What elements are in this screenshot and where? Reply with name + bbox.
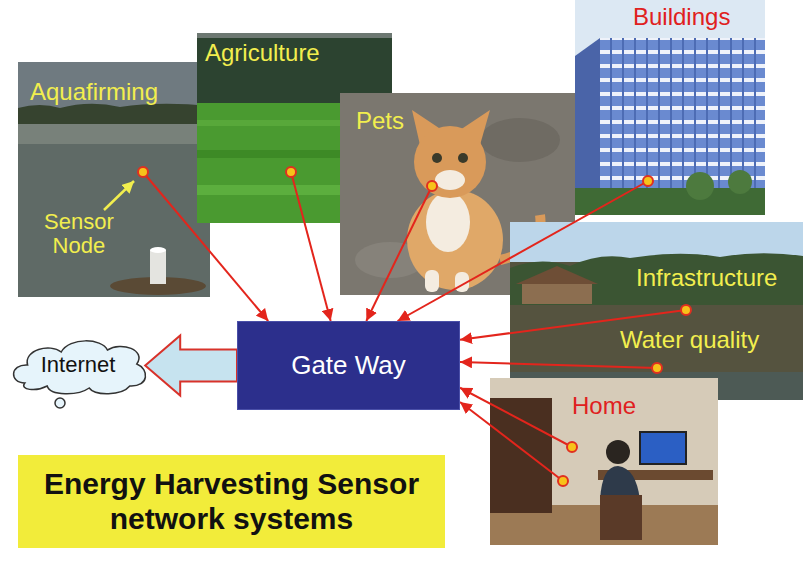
sensor-dot	[643, 176, 653, 186]
buildings-photo	[575, 0, 765, 215]
leader-arrow	[104, 181, 134, 210]
photo-label: Home	[572, 392, 636, 420]
kitten-head	[414, 126, 486, 198]
title-text: Energy Harvesting Sensor network systems	[26, 467, 437, 536]
person-body	[600, 466, 640, 500]
photo-label: Infrastructure	[636, 264, 777, 292]
sensor-dot	[286, 167, 296, 177]
person-head	[606, 440, 630, 464]
building-face	[600, 38, 765, 190]
cabinet	[490, 398, 552, 513]
photo-label: Water quality	[620, 326, 759, 354]
sensor-dot	[681, 305, 691, 315]
photo-label: Pets	[356, 107, 404, 135]
sensor-dot	[567, 442, 577, 452]
palm-tree	[686, 172, 714, 200]
treeline	[18, 104, 210, 124]
ground	[510, 222, 803, 400]
water	[18, 62, 210, 297]
building-side	[575, 38, 600, 198]
infrastructure-photo	[510, 222, 803, 400]
box-label: Gate Way	[291, 351, 406, 381]
sensor-dots	[138, 167, 691, 486]
photo-panel: Home	[490, 378, 718, 545]
kitten-leg	[425, 270, 439, 292]
house	[522, 282, 592, 304]
shadow	[480, 118, 560, 162]
sensor-dot	[138, 167, 148, 177]
data-link-arrow	[291, 172, 331, 321]
monitor	[640, 432, 686, 464]
kitten-muzzle	[435, 170, 465, 190]
title-banner: Energy Harvesting Sensor network systems	[18, 455, 445, 548]
sensor-cap	[150, 247, 166, 253]
gateway-box: Gate Way	[237, 321, 460, 410]
sky	[197, 33, 392, 38]
internet-cloud: Internet	[8, 335, 148, 395]
data-link-arrow	[460, 388, 572, 447]
data-link-arrow	[366, 186, 432, 321]
photo-panel: AquafirmingSensor Node	[18, 62, 210, 297]
photo-label: Aquafirming	[30, 78, 158, 106]
data-link-arrow	[143, 172, 268, 321]
reflection	[18, 124, 210, 144]
home-photo	[490, 378, 718, 545]
photo-label: Agriculture	[205, 39, 320, 67]
kitten-body	[407, 190, 503, 290]
sensor-dot	[427, 181, 437, 191]
photo-label: Sensor Node	[44, 210, 114, 258]
sensor-dot	[652, 363, 662, 373]
aquafarming-photo	[18, 62, 210, 297]
kitten-eye	[432, 153, 442, 163]
cloud-label: Internet	[41, 352, 116, 377]
palm-tree	[728, 170, 752, 194]
kitten-eye	[458, 153, 468, 163]
photo-panel: Buildings	[575, 0, 765, 215]
uplink-arrow	[145, 336, 237, 396]
wall	[490, 378, 718, 545]
sensor-dot	[558, 476, 568, 486]
data-link-arrow	[460, 402, 563, 481]
chair	[600, 495, 642, 540]
data-link-arrow	[460, 362, 657, 368]
sky	[575, 0, 765, 215]
sensor-housing	[150, 250, 166, 284]
photo-label: Buildings	[633, 3, 730, 31]
photo-panel: InfrastructureWater quality	[510, 222, 803, 400]
trees	[510, 253, 803, 305]
trees	[197, 33, 392, 103]
photo-panel: Pets	[340, 93, 575, 295]
cloud-bubble	[55, 398, 65, 408]
roof	[516, 266, 598, 284]
kitten-chest	[426, 192, 470, 252]
cloud-outline	[14, 341, 146, 394]
connectors	[143, 172, 686, 481]
data-link-arrow	[398, 181, 648, 321]
